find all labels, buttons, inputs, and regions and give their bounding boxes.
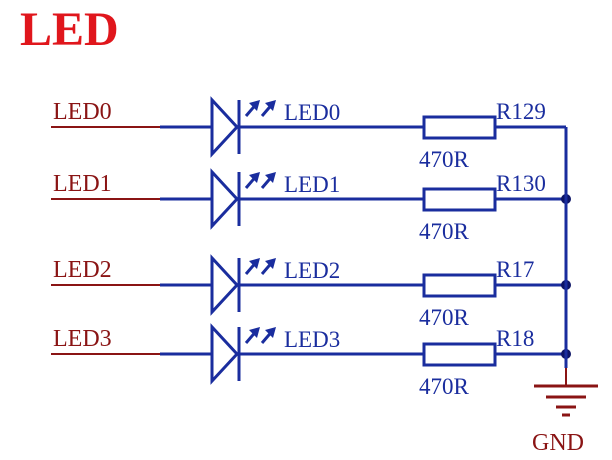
led-label-3: LED3 [284,327,340,352]
led-arrow-head-3-0 [249,327,260,338]
resistor-value-2: 470R [419,305,470,330]
resistor-name-0: R129 [496,99,546,124]
led-arrow-head-1-1 [265,172,276,183]
led-arrow-head-1-0 [249,172,260,183]
led-arrow-head-2-1 [265,258,276,269]
led-arrow-head-0-0 [249,100,260,111]
resistor-body-2 [422,273,497,298]
led-diode-0 [210,96,240,158]
net-label-3: LED3 [53,326,112,352]
resistor-value-0: 470R [419,147,470,172]
led-diode-1 [210,168,240,230]
led-arrow-head-0-1 [265,100,276,111]
net-label-1: LED1 [53,171,112,197]
resistor-name-2: R17 [496,257,534,282]
resistor-name-1: R130 [496,171,546,196]
led-label-0: LED0 [284,100,340,125]
resistor-value-3: 470R [419,374,470,399]
led-arrow-head-2-0 [249,258,260,269]
resistor-value-1: 470R [419,219,470,244]
resistor-body-3 [422,342,497,367]
ground-symbol: GND [532,368,598,456]
circuit: LED0 LED0 R129 470R LED1 LED1 R130 470R LED2 LED2… [51,96,571,399]
led-arrow-head-3-1 [265,327,276,338]
diagram-title: LED [20,3,119,56]
led-diode-3 [210,323,240,385]
led-label-1: LED1 [284,172,340,197]
net-label-2: LED2 [53,257,112,283]
net-label-0: LED0 [53,99,112,125]
resistor-name-3: R18 [496,326,534,351]
led-diode-2 [210,254,240,316]
resistor-body-1 [422,187,497,212]
resistor-body-0 [422,115,497,140]
gnd-label: GND [532,430,584,456]
led-label-2: LED2 [284,258,340,283]
